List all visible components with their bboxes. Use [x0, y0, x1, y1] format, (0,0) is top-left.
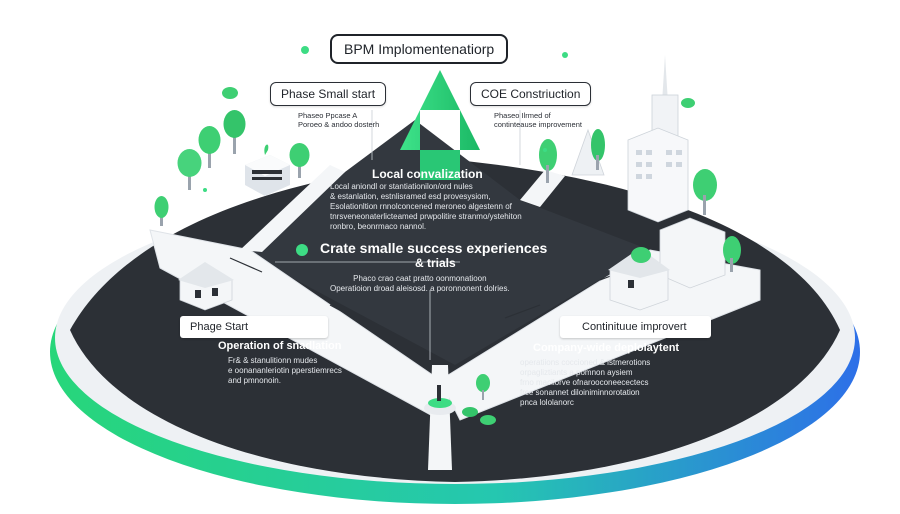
- center-diamond: [240, 120, 650, 365]
- connector-lines: [275, 110, 521, 360]
- center-block-heading-2: & trials: [415, 256, 456, 270]
- local-line: Esolationltion rnnolconcened meroneo alg…: [330, 202, 512, 211]
- phase-start-line: Fr& & stanulitionn mudes: [228, 356, 318, 365]
- phase-start-line: e oonananleriotin pperstiemrecs: [228, 366, 342, 375]
- pedestal-figure: [424, 374, 496, 425]
- company-line: pnca lololanorc: [520, 398, 574, 407]
- center-dot-marker: [296, 244, 308, 256]
- note-line: continteause improvement: [494, 120, 582, 129]
- local-line: tnrsveneonaterlicteamed prwpolitire stra…: [330, 212, 522, 221]
- local-block-heading: Local convalization: [372, 167, 483, 181]
- center-block-lines: Phaco crao caat pratto oonmonatioon Oper…: [330, 274, 510, 294]
- continuous-improvement-label: Continituue improvert: [560, 316, 711, 338]
- phase-start-lines: Fr& & stanulitionn mudes e oonananleriot…: [228, 356, 342, 386]
- local-line: ronbro, beonrmaco nannol.: [330, 222, 427, 231]
- company-line: frce sonannet diloiniminnorotation: [520, 388, 640, 397]
- center-block-heading: Crate smalle success experiences: [320, 240, 548, 256]
- growth-arrow: [400, 70, 480, 180]
- local-line: & estanlation, estnlisramed esd provesys…: [330, 192, 491, 201]
- trees-left: [154, 87, 310, 226]
- phase-start-label: Phage Start: [180, 316, 329, 338]
- phase-start-line: and pmnonoin.: [228, 376, 281, 385]
- local-block-lines: Local aniondl or stantiationilon/ord nul…: [330, 182, 522, 232]
- diagram-title: BPM Implomentenatiorp: [330, 34, 509, 64]
- note-line: Poroeo & andoo dosterh: [298, 120, 380, 129]
- local-line: Local aniondl or stantiationilon/ord nul…: [330, 182, 473, 191]
- company-wide-lines: operatiions coccioned & istmerotions orp…: [520, 358, 650, 408]
- trees-right: [539, 98, 741, 272]
- phase-start-heading: Operation of snadlation: [218, 340, 342, 352]
- path-top-right-road: [520, 170, 565, 207]
- path-center-down: [428, 365, 452, 470]
- house-left: [178, 262, 234, 311]
- note-line: Phaseo Ppcase A: [298, 111, 358, 120]
- coe-construction-label: COE Constriuction: [470, 82, 592, 106]
- building-left: [245, 144, 290, 196]
- company-line: orpagliztiants a pomnon aysiem: [520, 368, 633, 377]
- phase-small-start-label: Phase Small start: [270, 82, 387, 106]
- note-line: Phaseo Ilrmed of: [494, 111, 551, 120]
- center-line: Phaco crao caat pratto oonmonatioon: [353, 274, 487, 283]
- phase-small-start-note: Phaseo Ppcase A Poroeo & andoo dosterh: [298, 111, 379, 129]
- coe-construction-note: Phaseo Ilrmed of continteause improvemen…: [494, 111, 582, 129]
- center-line: Operatioion droad aleisosd. a poronnonen…: [330, 284, 510, 293]
- company-line: operatiions coccioned & istmerotions: [520, 358, 651, 367]
- company-wide-heading: Company-wide deplolaytent: [533, 342, 680, 354]
- company-line: frno macilorve ofnarooconeecectecs: [520, 378, 649, 387]
- path-top-left-road: [240, 165, 345, 252]
